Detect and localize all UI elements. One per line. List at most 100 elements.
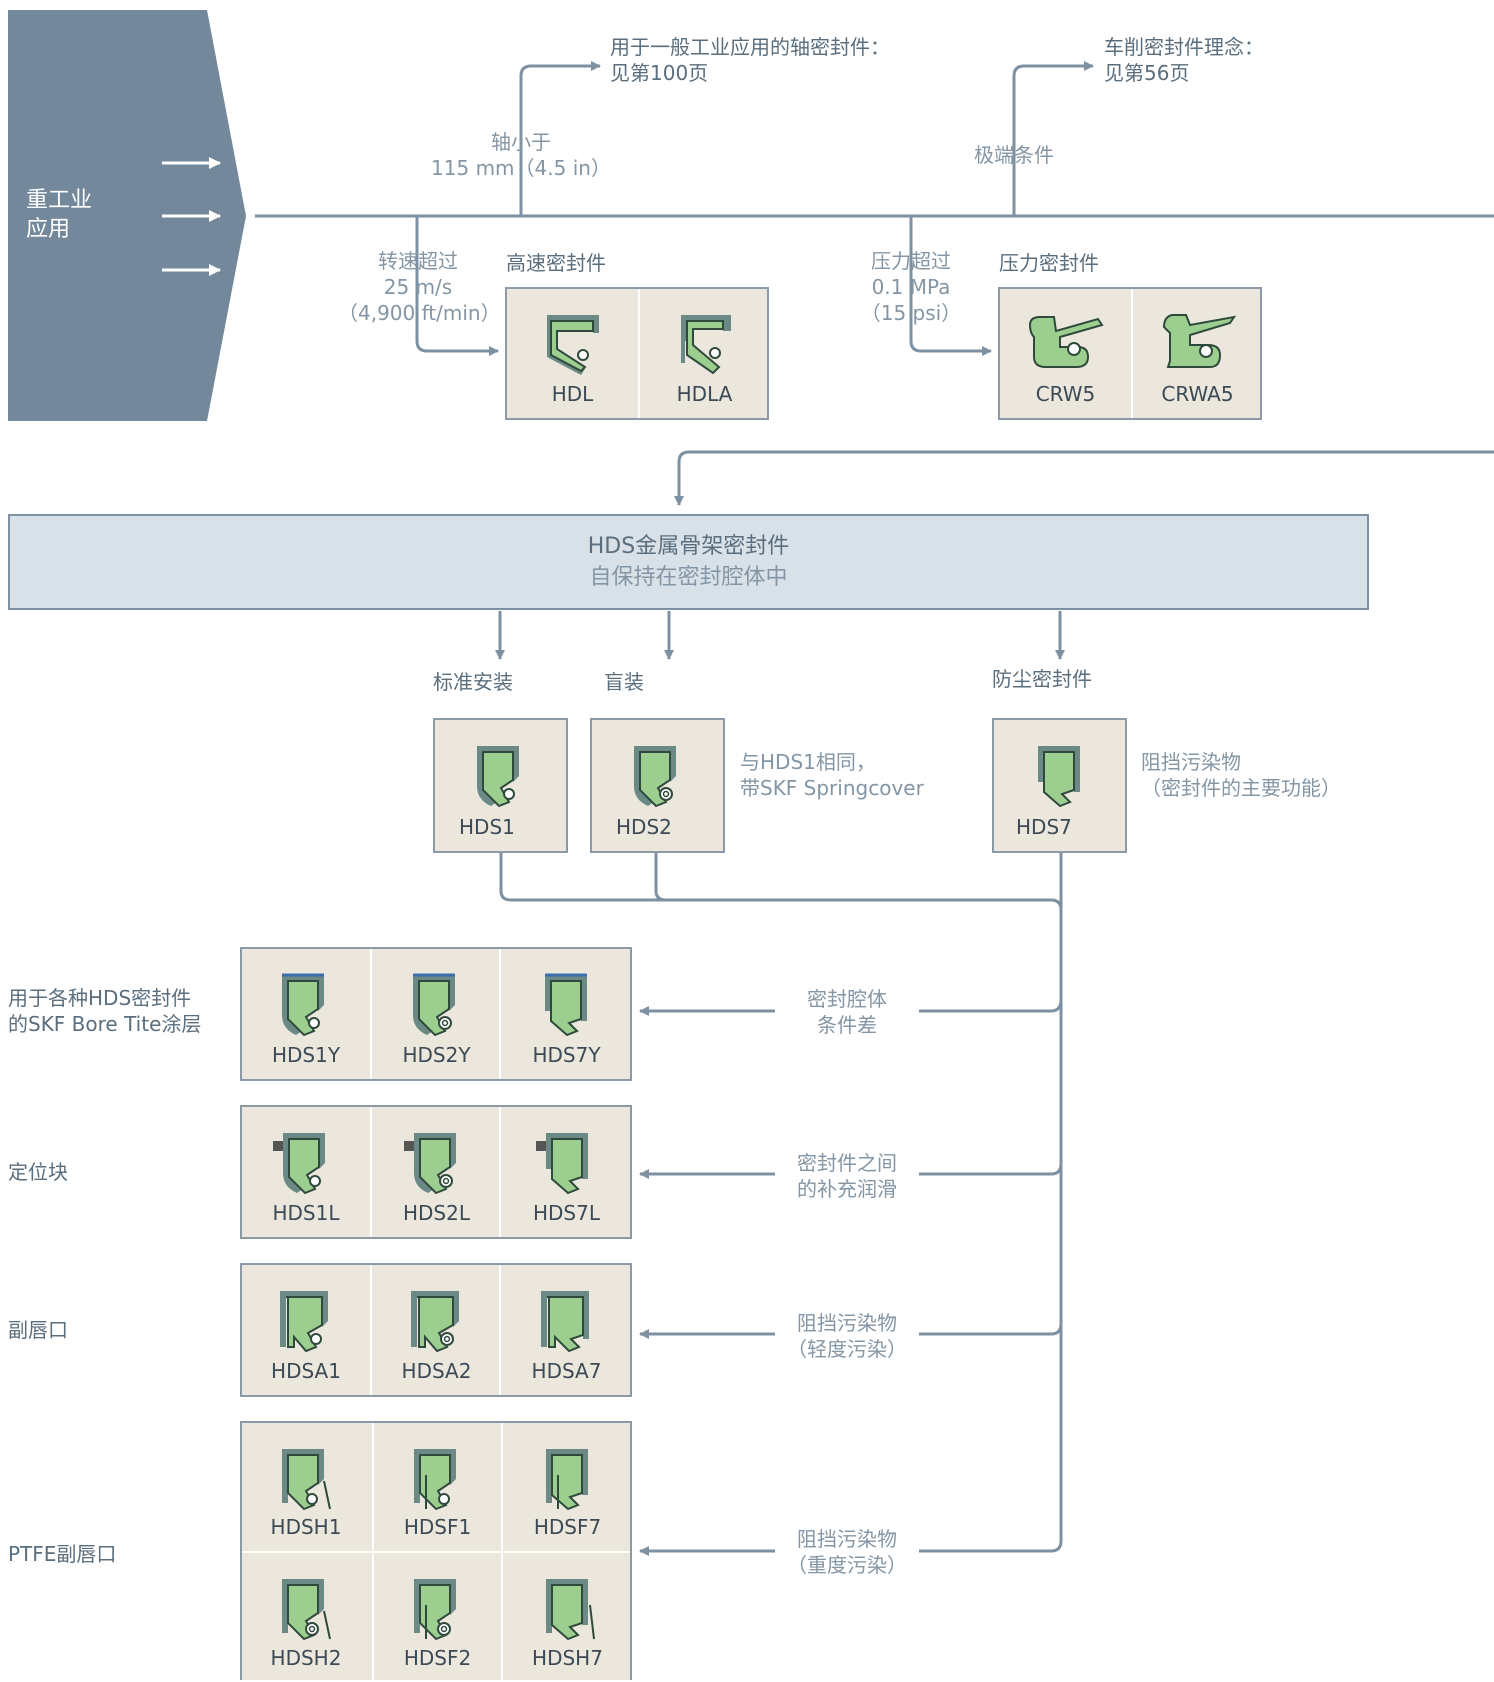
seal-label: HDSH2	[270, 1646, 342, 1670]
seal-card-hds7y[interactable]: HDS7Y	[499, 949, 632, 1079]
seal-card-hdsa2[interactable]: HDSA2	[370, 1265, 501, 1395]
locating-block-label: 定位块	[8, 1160, 68, 1184]
pressure-condition-line3: （15 psi）	[860, 301, 962, 325]
seal-card-hdsh1[interactable]: HDSH1	[242, 1423, 370, 1551]
seal-label: HDSA7	[531, 1359, 602, 1383]
extreme-condition-label: 极端条件	[974, 143, 1054, 167]
high-speed-heading: 高速密封件	[506, 251, 606, 275]
seal-label: HDSA2	[401, 1359, 472, 1383]
seal-hds7-icon	[1037, 746, 1080, 808]
condition-label-line2: 的补充润滑	[797, 1177, 897, 1201]
seal-hds2l-icon	[403, 1133, 456, 1195]
hds2-note-line2: 带SKF Springcover	[740, 776, 924, 800]
seal-label: HDS7Y	[532, 1043, 601, 1067]
variant-box-bore-tite: HDS1Y HDS2Y HDS7Y	[240, 947, 632, 1081]
shaft-condition-line1: 轴小于	[491, 130, 551, 154]
hds1-box[interactable]: HDS1	[433, 718, 568, 853]
seal-card-hds2y[interactable]: HDS2Y	[370, 949, 501, 1079]
seal-card-hdsf7[interactable]: HDSF7	[501, 1423, 632, 1551]
auxiliary-lip-label: 副唇口	[8, 1318, 68, 1342]
pressure-heading: 压力密封件	[999, 251, 1099, 275]
seal-label: HDSH1	[270, 1515, 342, 1539]
seal-hdsh2-icon	[282, 1579, 331, 1641]
hds2-box[interactable]: HDS2	[590, 718, 725, 853]
source-title-line1: 重工业	[26, 188, 93, 213]
seal-label: HDS1	[459, 815, 515, 839]
seal-label: HDSF1	[403, 1515, 472, 1539]
seal-label: CRWA5	[1161, 382, 1234, 406]
turned-seals-page-link[interactable]: 见第56页	[1104, 61, 1190, 85]
pressure-condition-line2: 0.1 MPa	[871, 275, 951, 299]
condition-label-line2: （重度污染）	[787, 1553, 907, 1577]
seal-hdl-icon	[546, 315, 599, 375]
condition-label-line1: 阻挡污染物	[797, 1527, 897, 1551]
seal-card-hdsa7[interactable]: HDSA7	[499, 1265, 632, 1395]
variant-box-ptfe-lip: HDSH1 HDSF1 HDSF7 HDSH2	[240, 1421, 632, 1682]
seal-card-hdl[interactable]: HDL	[507, 289, 638, 418]
speed-condition-line2: 25 m/s	[383, 275, 453, 299]
condition-label-line2: （轻度污染）	[787, 1337, 907, 1361]
hds7-box[interactable]: HDS7	[992, 718, 1127, 853]
seal-crw5-icon	[1028, 316, 1104, 368]
seal-card-crw5[interactable]: CRW5	[1000, 289, 1131, 418]
turned-seals-title: 车削密封件理念：	[1104, 35, 1264, 59]
seal-hds7l-icon	[535, 1133, 588, 1195]
seal-hdsf7-icon	[545, 1449, 588, 1511]
hds7-note-line2: （密封件的主要功能）	[1141, 776, 1341, 800]
seal-label: HDS1Y	[271, 1043, 341, 1067]
ptfe-auxiliary-lip-label: PTFE副唇口	[8, 1542, 117, 1566]
bore-tite-label-line2: 的SKF Bore Tite涂层	[8, 1012, 202, 1036]
condition-label-line1: 密封腔体	[807, 987, 887, 1011]
seal-hds1l-icon	[273, 1133, 325, 1195]
seal-card-hds7l[interactable]: HDS7L	[499, 1107, 632, 1237]
seal-label: HDL	[551, 382, 594, 406]
source-title-line2: 应用	[26, 217, 71, 242]
pressure-box: CRW5 CRWA5	[998, 287, 1262, 420]
seal-card-hdsa1[interactable]: HDSA1	[242, 1265, 370, 1395]
seal-label: CRW5	[1035, 382, 1096, 406]
seal-hds1y-icon	[282, 973, 324, 1037]
speed-condition-line1: 转速超过	[378, 249, 458, 273]
seal-card-crwa5[interactable]: CRWA5	[1131, 289, 1262, 418]
seal-hds1-icon	[476, 746, 519, 808]
seal-card-hdsf2[interactable]: HDSF2	[372, 1553, 501, 1682]
hds-bar-subtitle: 自保持在密封腔体中	[589, 565, 788, 590]
seal-hdsa1-icon	[280, 1291, 328, 1353]
hds2-note-line1: 与HDS1相同，	[740, 750, 876, 774]
seal-card-hds1y[interactable]: HDS1Y	[242, 949, 370, 1079]
seal-hdsf2-icon	[413, 1579, 456, 1641]
seal-label: HDS7	[1016, 815, 1072, 839]
seal-card-hdla[interactable]: HDLA	[638, 289, 769, 418]
shaft-condition-line2: 115 mm（4.5 in）	[431, 156, 611, 180]
variant-box-locating-block: HDS1L HDS2L HDS7L	[240, 1105, 632, 1239]
seal-label: HDS2	[616, 815, 672, 839]
general-seals-page-link[interactable]: 见第100页	[610, 61, 709, 85]
seal-hdsa7-icon	[540, 1291, 589, 1353]
seal-label: HDS2L	[402, 1201, 470, 1225]
blind-install-heading: 盲装	[604, 670, 644, 694]
seal-card-hdsh2[interactable]: HDSH2	[242, 1553, 370, 1682]
hds-bar-title: HDS金属骨架密封件	[587, 534, 790, 559]
seal-hdla-icon	[680, 315, 731, 375]
pressure-condition-line1: 压力超过	[871, 249, 951, 273]
seal-card-hds2l[interactable]: HDS2L	[370, 1107, 501, 1237]
seal-card-hds1l[interactable]: HDS1L	[242, 1107, 370, 1237]
seal-card-hdsf1[interactable]: HDSF1	[372, 1423, 501, 1551]
seal-hds2-icon	[633, 746, 676, 808]
seal-hds2y-icon	[412, 973, 455, 1037]
seal-label: HDS2Y	[402, 1043, 471, 1067]
dust-seal-heading: 防尘密封件	[992, 667, 1092, 691]
hds7-note-line1: 阻挡污染物	[1141, 750, 1241, 774]
variant-box-auxiliary-lip: HDSA1 HDSA2 HDSA7	[240, 1263, 632, 1397]
source-chevron	[8, 10, 246, 421]
seal-label: HDLA	[676, 382, 733, 406]
seal-hdsa2-icon	[410, 1291, 459, 1353]
seal-hdsh1-icon	[282, 1449, 331, 1511]
seal-label: HDSF7	[533, 1515, 602, 1539]
seal-card-hdsh7[interactable]: HDSH7	[501, 1553, 632, 1682]
high-speed-box: HDL HDLA	[505, 287, 769, 420]
seal-label: HDSA1	[271, 1359, 341, 1383]
standard-install-heading: 标准安装	[433, 670, 513, 694]
seal-label: HDSF2	[403, 1646, 472, 1670]
